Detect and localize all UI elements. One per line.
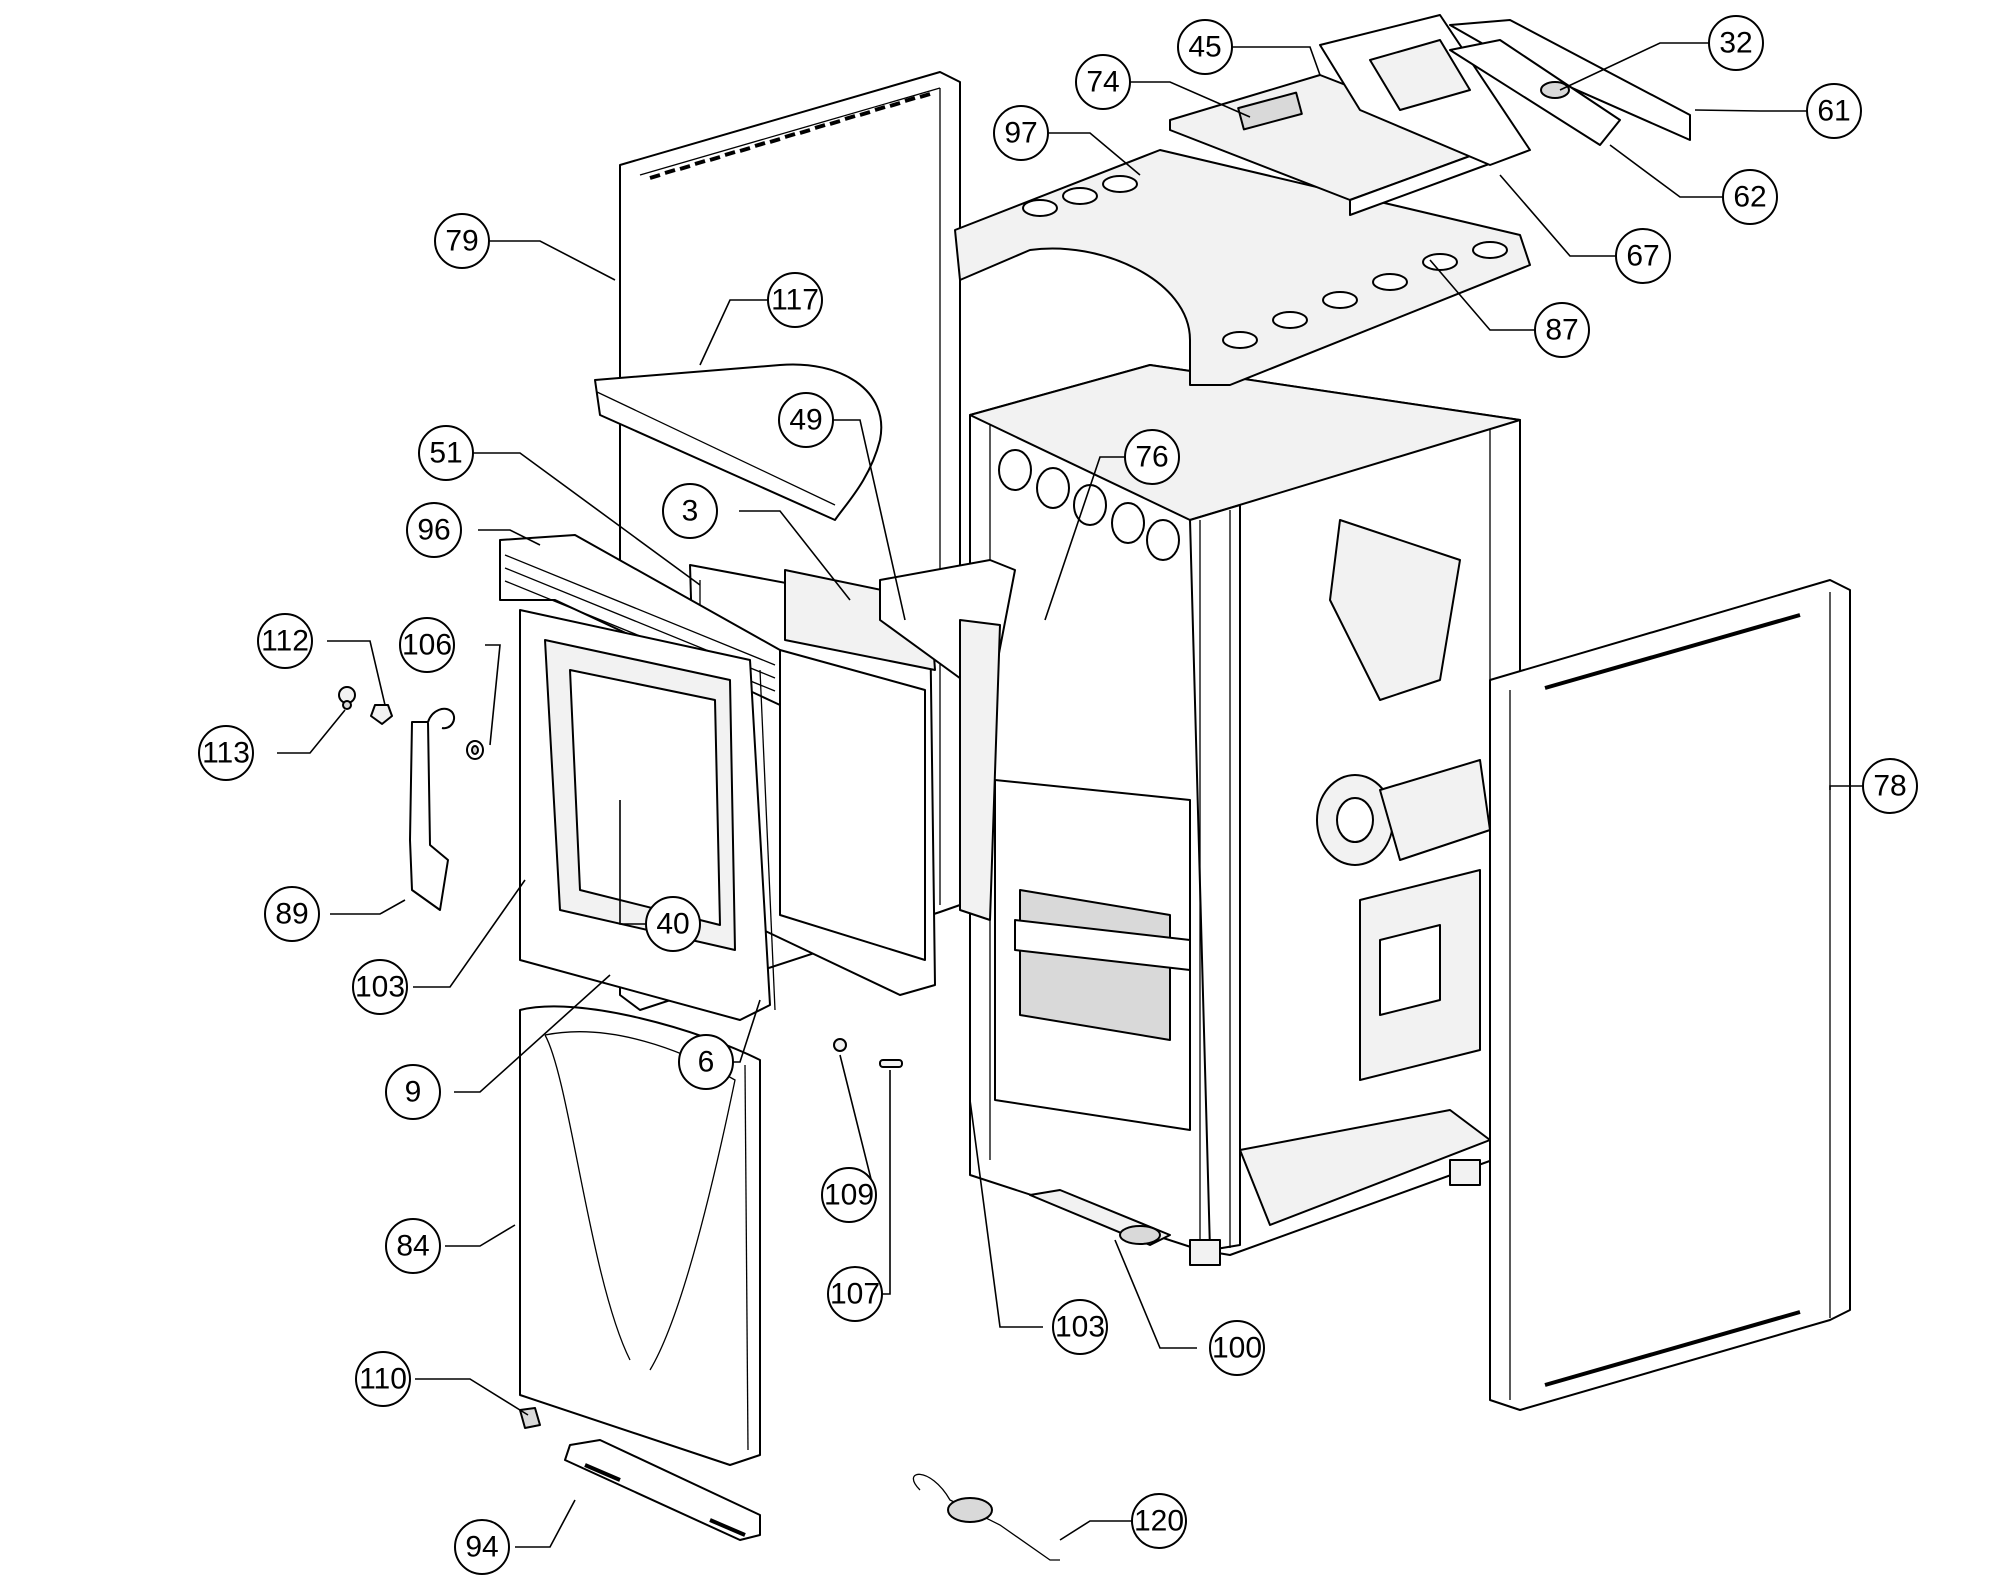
callout-label-117: 117 — [771, 284, 819, 317]
callout-label-32: 32 — [1719, 27, 1752, 60]
callout-103b: 103 — [1052, 1299, 1108, 1355]
bottom-bracket — [564, 1439, 761, 1541]
callout-109: 109 — [821, 1167, 877, 1223]
callout-label-40: 40 — [656, 908, 689, 941]
callout-120: 120 — [1131, 1493, 1187, 1549]
callout-label-106: 106 — [402, 629, 452, 662]
callout-label-107: 107 — [830, 1278, 880, 1311]
washer-106 — [466, 740, 484, 760]
callout-94: 94 — [454, 1519, 510, 1575]
callout-label-112: 112 — [261, 625, 309, 658]
callout-label-84: 84 — [396, 1230, 429, 1263]
callout-96: 96 — [406, 502, 462, 558]
callout-62: 62 — [1722, 169, 1778, 225]
callout-107: 107 — [827, 1266, 883, 1322]
vent-slots-left-panel — [649, 92, 931, 180]
callout-117: 117 — [767, 272, 823, 328]
fan-motor-assembly — [1316, 759, 1491, 866]
top-cover-holes — [1022, 175, 1508, 349]
callout-label-96: 96 — [417, 514, 450, 547]
callout-97: 97 — [993, 105, 1049, 161]
callout-label-9: 9 — [405, 1076, 422, 1109]
callout-label-49: 49 — [789, 404, 822, 437]
callout-78: 78 — [1862, 758, 1918, 814]
callout-label-74: 74 — [1086, 66, 1119, 99]
control-panel-lid — [1169, 74, 1501, 216]
callout-113: 113 — [198, 725, 254, 781]
callout-67: 67 — [1615, 228, 1671, 284]
callout-label-113: 113 — [202, 737, 250, 770]
callout-label-89: 89 — [275, 898, 308, 931]
callout-label-100: 100 — [1212, 1332, 1262, 1365]
callout-51: 51 — [418, 425, 474, 481]
right-side-panel — [1489, 579, 1851, 1411]
callout-label-120: 120 — [1134, 1505, 1184, 1538]
lower-front-panel — [519, 1005, 761, 1466]
callout-45: 45 — [1177, 19, 1233, 75]
top-cover — [954, 149, 1531, 386]
bottom-rail — [1029, 1189, 1171, 1246]
callout-label-67: 67 — [1626, 240, 1659, 273]
callout-89: 89 — [264, 886, 320, 942]
callout-32: 32 — [1708, 15, 1764, 71]
electronics-bracket — [1319, 14, 1531, 166]
nut-112 — [370, 704, 393, 725]
pin-107 — [879, 1059, 903, 1068]
callout-110: 110 — [355, 1351, 411, 1407]
callout-label-6: 6 — [698, 1046, 715, 1079]
callout-84: 84 — [385, 1218, 441, 1274]
callout-label-51: 51 — [429, 437, 462, 470]
callout-40: 40 — [645, 896, 701, 952]
callout-106: 106 — [399, 617, 455, 673]
callout-label-103b: 103 — [1055, 1311, 1105, 1344]
callout-label-61: 61 — [1817, 95, 1850, 128]
callout-112: 112 — [257, 613, 313, 669]
flue-holes — [998, 449, 1180, 561]
callout-label-62: 62 — [1733, 181, 1766, 214]
callout-label-109: 109 — [824, 1179, 874, 1212]
front-door-frame — [519, 609, 776, 1021]
callout-61: 61 — [1806, 83, 1862, 139]
callout-label-94: 94 — [465, 1531, 498, 1564]
callout-label-76: 76 — [1135, 441, 1168, 474]
screw-113 — [338, 686, 356, 710]
vent-slots-right-bottom — [1544, 1310, 1801, 1387]
callout-87: 87 — [1534, 302, 1590, 358]
callout-label-87: 87 — [1545, 314, 1578, 347]
callout-100: 100 — [1209, 1320, 1265, 1376]
vent-slots-right-top — [1544, 613, 1801, 690]
callout-103: 103 — [352, 959, 408, 1015]
bottom-cable — [912, 1473, 1060, 1561]
callout-label-103: 103 — [355, 971, 405, 1004]
callout-74: 74 — [1075, 54, 1131, 110]
stove-body-frame — [969, 364, 1521, 1266]
door-handle — [409, 707, 456, 911]
callout-label-78: 78 — [1873, 770, 1906, 803]
callout-3: 3 — [662, 483, 718, 539]
callout-label-3: 3 — [682, 495, 699, 528]
rear-plate-61 — [1449, 19, 1691, 146]
callouts: 45 32 74 61 97 62 67 79 87 117 49 51 76 … — [198, 15, 1918, 1575]
callout-label-79: 79 — [445, 225, 478, 258]
callout-79: 79 — [434, 213, 490, 269]
pin-109 — [833, 1038, 847, 1052]
callout-76: 76 — [1124, 429, 1180, 485]
callout-49: 49 — [778, 392, 834, 448]
callout-9: 9 — [385, 1064, 441, 1120]
fire-door-glass-frame — [879, 559, 1016, 921]
callout-6: 6 — [678, 1034, 734, 1090]
callout-label-45: 45 — [1188, 31, 1221, 64]
callout-label-97: 97 — [1004, 117, 1037, 150]
callout-label-110: 110 — [359, 1363, 407, 1396]
